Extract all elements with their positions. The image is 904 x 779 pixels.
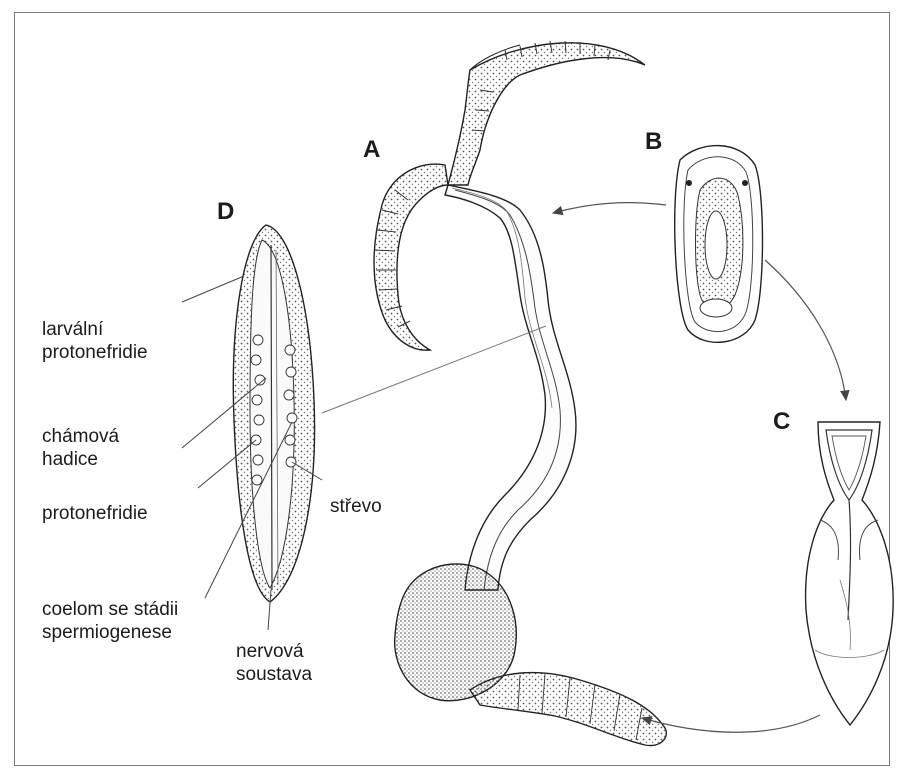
label-coelom: coelom se stádii spermiogenese [42,598,178,644]
label-line: nervová [236,640,312,663]
stage-label-c: C [773,408,790,436]
label-line: spermiogenese [42,621,178,644]
zoom-connector [322,326,546,413]
label-nerve-system: nervová soustava [236,640,312,686]
label-larval-protonephridia: larvální protonefridie [42,318,148,364]
label-protonephridia: protonefridie [42,502,148,525]
embryo-b [675,146,763,343]
label-line: coelom se stádii [42,598,178,621]
label-line: larvální [42,318,148,341]
adult-worm-a [374,41,666,746]
label-sperm-duct: chámová hadice [42,425,119,471]
stage-label-d: D [217,198,234,226]
label-line: protonefridie [42,341,148,364]
stage-label-a: A [363,136,380,164]
label-line: hadice [42,448,119,471]
label-line: chámová [42,425,119,448]
stage-label-b: B [645,128,662,156]
larva-c [806,422,894,725]
label-gut: střevo [330,495,382,518]
label-line: soustava [236,663,312,686]
juvenile-d [233,225,314,602]
